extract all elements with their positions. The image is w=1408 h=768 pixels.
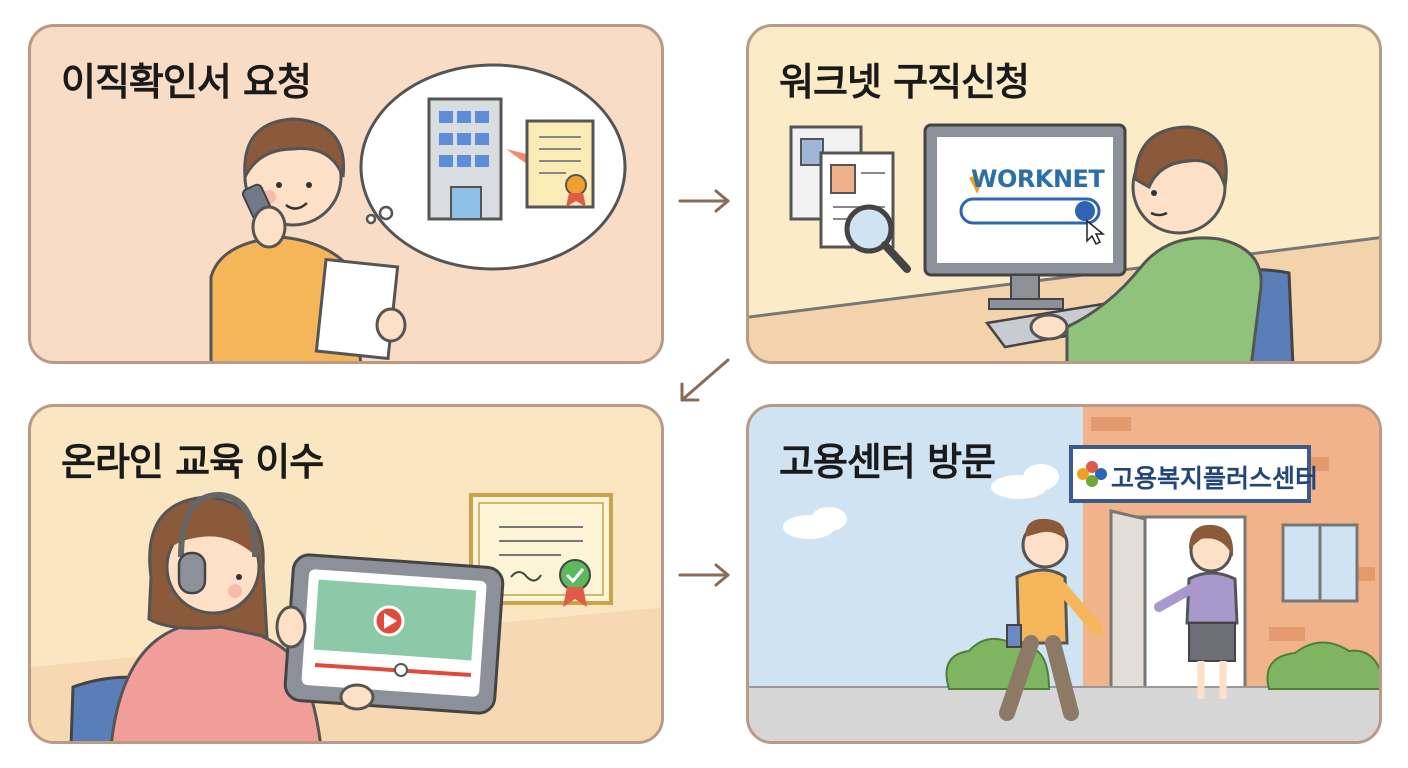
- step-panel-1: 이직확인서 요청: [28, 24, 664, 364]
- step-title: 이직확인서 요청: [61, 60, 312, 104]
- magnifier-icon: [844, 204, 911, 273]
- step-title: 워크넷 구직신청: [779, 60, 1030, 104]
- door: [1109, 509, 1147, 701]
- phone-call-illustration: [209, 63, 627, 361]
- logo-icon: [1077, 461, 1107, 487]
- certificate-icon: [525, 119, 595, 209]
- search-input: [959, 197, 1101, 225]
- step-title: 온라인 교육 이수: [61, 440, 324, 484]
- headphones-icon: [177, 491, 259, 595]
- building-icon: [427, 97, 503, 221]
- staff-greeting: [1154, 524, 1239, 699]
- check-seal-icon: [559, 559, 591, 607]
- center-sign: [1069, 445, 1311, 503]
- online-course-illustration: [31, 491, 661, 741]
- person-on-phone: [209, 117, 407, 361]
- step-panel-3: 온라인 교육 이수: [28, 404, 664, 744]
- search-icon: [1075, 201, 1095, 221]
- cloud-icon: [783, 464, 1059, 539]
- arrow-right-icon: [678, 563, 730, 587]
- monitor: [923, 123, 1127, 310]
- person-with-tablet: [110, 491, 322, 741]
- step-title: 고용센터 방문: [779, 440, 996, 484]
- visitor-walking: [999, 518, 1103, 721]
- worknet-logo: WORKNET: [971, 165, 1105, 193]
- arrow-right-icon: [678, 189, 730, 213]
- progress-handle: [394, 663, 408, 677]
- step-panel-2: 워크넷 구직신청 WORKNET: [746, 24, 1382, 364]
- bag-icon: [1006, 624, 1022, 648]
- step-panel-4: 고용센터 방문 고용복지플러스센터: [746, 404, 1382, 744]
- person-at-computer: [1029, 125, 1263, 361]
- tablet: [283, 553, 505, 715]
- arrow-down-left-icon: [680, 358, 730, 402]
- center-sign-text: 고용복지플러스센터: [1111, 464, 1319, 493]
- cursor-icon: [1086, 219, 1106, 246]
- worknet-illustration: [749, 123, 1379, 361]
- employment-center-illustration: [749, 407, 1379, 741]
